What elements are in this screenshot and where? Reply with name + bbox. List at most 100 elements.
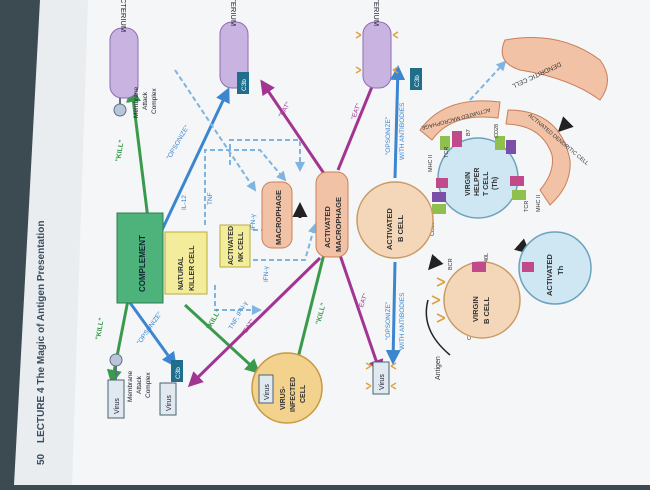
nk-cell-label-2: KILLER CELL [189,245,196,291]
c3b-label-3: C3b [414,75,421,87]
virus-infected-label-3: CELL [300,384,307,403]
mhc2-receptor-2 [510,176,524,186]
mac-icon-1 [109,353,123,367]
mac-label-1a: Membrane [127,371,134,402]
bacterium-box-2 [219,21,249,89]
arrow-complement-kill-bacterium [126,87,152,236]
cd40l-receptor [522,262,534,272]
activated-th-label-2: Th [556,265,565,275]
mac-label-2c: Complex [151,88,158,114]
macrophage-box [261,181,293,249]
page-header: LECTURE 4 The Magic of Antigen Presentat… [36,221,47,443]
activated-macrophage-box [315,171,349,258]
cd40-receptor [472,262,486,272]
arrow-macrophage-eat-bacterium-2 [336,69,381,171]
label-ifn-gamma: IFN-γ [250,213,257,230]
mhc2-receptor-1 [452,131,462,147]
arrow-nk-kill-infected [183,303,261,375]
c3b-label-1: C3b [175,367,182,379]
tcr-label-1: TCR [444,147,450,158]
arrow-macrophage-eat-bacterium [260,79,327,176]
virus-box-3 [372,361,390,395]
arrow-macrophage-kill-infected [290,249,327,373]
arrow-ifn-gamma-2 [245,223,318,261]
activated-b-label-2: B CELL [396,215,405,243]
label-kill-1: "KILL" [115,139,126,162]
mhc2-receptor-3 [436,178,448,188]
activated-macrophage-label-1: ACTIVATED [323,206,332,248]
cd40l-label: CD40L [484,253,490,270]
arrow-macrophage-eat-virus [187,256,322,388]
c3b-box-1 [171,360,183,382]
mhc2-label-1: MHC II [428,154,434,172]
virus-infected-cell [251,352,323,424]
macrophage-label: MACROPHAGE [274,190,283,245]
arrow-b-opsonize-bacterium [390,65,406,179]
activated-b-label-1: ACTIVATED [385,208,394,250]
arrow-complement-opsonize-virus [126,299,177,368]
bacterium-label-2: BACTERIUM [229,0,238,26]
bacterium-label-1: BACTERIUM [119,0,128,32]
label-opsonize-4: "OPSONIZE" [385,301,392,340]
mhc2-label-2: MHC II [536,194,542,212]
label-with-antibodies-2: WITH ANTIBODIES [399,292,406,350]
label-ifn-gamma-2: IFN-γ [263,265,270,282]
c3b-box-3 [410,68,422,90]
activated-th-label-1: ACTIVATED [545,254,554,296]
label-kill-2: "KILL" [95,317,106,340]
b7-receptor-1 [506,140,516,154]
antigen-curve [425,299,451,356]
virgin-b-label-1: VIRGIN [471,296,480,322]
virgin-b-label-2: B CELL [482,297,491,325]
arrow-dc-activation [557,116,574,133]
b7-receptor-2 [432,192,446,202]
cd28-label-1: CD28 [494,124,500,138]
arrow-macrophage-to-dc [469,60,507,101]
activated-b-cell [356,181,434,259]
activated-nk-label-1: ACTIVATED [228,226,235,265]
arrow-bacterium-to-macrophage [174,69,257,192]
bcr-icon [431,277,446,323]
page-number: 50 [36,453,47,465]
tcr-receptor-1 [440,136,450,150]
nk-cell-box [164,231,208,295]
b7-label-1: B7 [466,129,472,136]
arrow-complement-opsonize-bacterium [160,87,230,231]
arrow-tnf-ifn [214,285,262,315]
activated-nk-label-2: NK CELL [238,231,245,262]
virgin-th-label-1: VIRGIN [465,172,472,196]
arrow-b-activation [428,254,444,271]
arrow-b-opsonize-virus [385,261,401,365]
complement-label: COMPLEMENT [138,235,147,292]
cd28-receptor-1 [495,136,505,150]
dendritic-cell [501,37,608,101]
infected-virus-box [258,374,274,404]
virgin-th-label-2: HELPER [474,168,481,196]
virgin-th-label-4: (Th) [492,177,499,190]
virgin-th-label-3: T CELL [483,171,490,196]
antibodies-icon-1 [365,362,397,390]
mac-label-1c: Complex [145,372,152,398]
c3b-box-2 [237,72,249,94]
virus-label-2: Virus [166,395,173,411]
activated-macrophage-label-2: MACROPHAGE [334,197,343,252]
label-il12: IL-12 [181,195,188,210]
mac-label-2b: Attack [142,91,149,110]
activated-macrophage-arc [419,100,501,141]
bacterium-box-1 [109,27,139,99]
arrow-macrophage-eat-virus-2 [338,254,384,375]
label-tnf: TNF [207,192,214,205]
label-with-antibodies-1: WITH ANTIBODIES [399,102,406,160]
mac-label-2a: Membrane [133,87,140,118]
arrow-complement-kill-virus [106,299,130,385]
tcr-receptor-2 [512,190,526,200]
cd28-label-2: CD28 [430,222,436,236]
virus-label-3: Virus [379,374,386,390]
cd28-receptor-2 [432,204,446,214]
mac-icon-2 [113,103,127,117]
bacterium-box-3 [362,21,392,89]
c3b-label-2: C3b [241,79,248,91]
mac-label-1b: Attack [136,375,143,394]
